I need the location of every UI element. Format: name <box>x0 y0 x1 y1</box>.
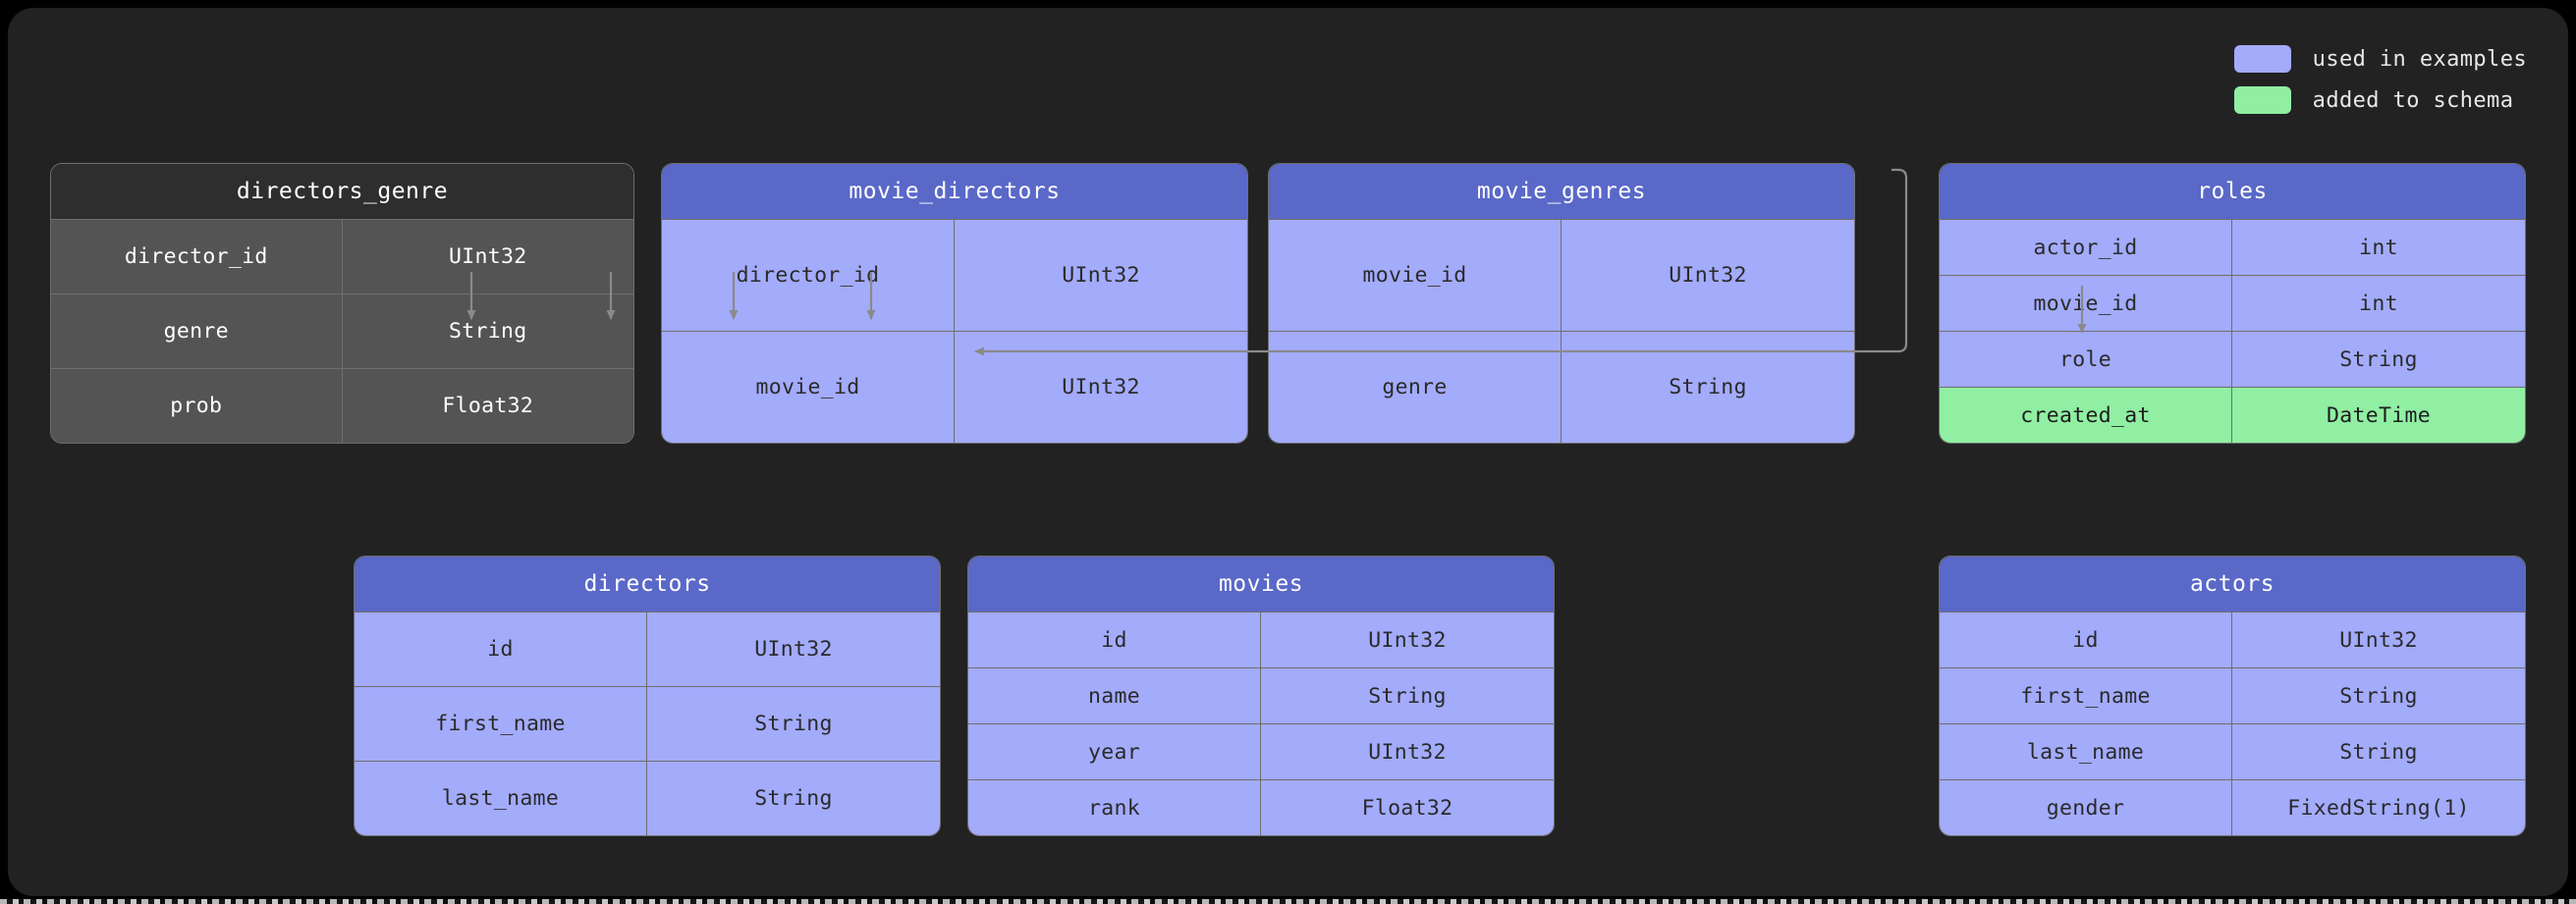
legend-label-added-to-schema: added to schema <box>2312 87 2514 113</box>
column-type-cell: UInt32 <box>2339 627 2418 653</box>
column-name-cell: role <box>1940 332 2232 387</box>
legend-swatch-used-in-examples <box>2233 45 2291 73</box>
table-movie-directors[interactable]: movie_directors director_id UInt32 movie… <box>661 163 1248 444</box>
column-type-cell: int <box>2359 235 2398 260</box>
table-row[interactable]: genre String <box>51 293 633 368</box>
column-type-cell: String <box>1368 683 1447 709</box>
table-row[interactable]: rank Float32 <box>968 779 1554 835</box>
column-type-cell: String <box>754 786 833 811</box>
table-row[interactable]: first_name String <box>355 686 940 761</box>
table-title-movies: movies <box>968 557 1554 612</box>
table-row[interactable]: genre String <box>1269 331 1854 443</box>
table-row[interactable]: gender FixedString(1) <box>1940 779 2525 835</box>
table-title-movie-directors: movie_directors <box>662 164 1247 219</box>
table-title-roles: roles <box>1940 164 2525 219</box>
table-row[interactable]: id UInt32 <box>968 612 1554 667</box>
table-actors[interactable]: actors id UInt32 first_name String last_… <box>1939 556 2526 836</box>
column-type-cell: UInt32 <box>1368 739 1447 765</box>
column-type-cell: String <box>2339 683 2418 709</box>
column-type-cell: String <box>1669 375 1747 399</box>
column-name-cell: prob <box>51 369 343 443</box>
column-type-cell: FixedString(1) <box>2287 795 2470 821</box>
column-type-cell: UInt32 <box>754 637 833 662</box>
legend-label-used-in-examples: used in examples <box>2312 46 2527 72</box>
table-row[interactable]: last_name String <box>1940 723 2525 779</box>
column-name-cell: last_name <box>1940 724 2232 779</box>
column-type-cell: UInt32 <box>1669 263 1747 288</box>
column-type-cell: String <box>449 319 527 344</box>
column-name-cell: genre <box>51 294 343 368</box>
table-title-directors-genre: directors_genre <box>51 164 633 219</box>
column-type-cell: UInt32 <box>1062 263 1140 288</box>
column-name-cell: name <box>968 668 1261 723</box>
table-roles[interactable]: roles actor_id int movie_id int role Str… <box>1939 163 2526 444</box>
table-row[interactable]: movie_id UInt32 <box>1269 219 1854 331</box>
column-type-cell: UInt32 <box>1062 375 1140 399</box>
column-type-cell: Float32 <box>1361 795 1453 821</box>
table-title-actors: actors <box>1940 557 2525 612</box>
column-name-cell: id <box>968 612 1261 667</box>
column-name-cell: created_at <box>1940 388 2232 443</box>
column-name-cell: first_name <box>355 687 647 761</box>
column-type-cell: UInt32 <box>449 244 527 269</box>
table-row[interactable]: director_id UInt32 <box>662 219 1247 331</box>
table-row[interactable]: id UInt32 <box>1940 612 2525 667</box>
column-name-cell: year <box>968 724 1261 779</box>
column-name-cell: movie_id <box>1269 220 1562 331</box>
column-name-cell: id <box>355 612 647 686</box>
table-row-added-created-at[interactable]: created_at DateTime <box>1940 387 2525 443</box>
column-type-cell: String <box>2339 346 2418 372</box>
column-name-cell: rank <box>968 780 1261 835</box>
diagram-canvas: used in examples added to schema directo… <box>8 8 2568 896</box>
legend-item: added to schema <box>2233 86 2527 114</box>
column-name-cell: gender <box>1940 780 2232 835</box>
column-name-cell: first_name <box>1940 668 2232 723</box>
column-type-cell: UInt32 <box>1368 627 1447 653</box>
table-row[interactable]: actor_id int <box>1940 219 2525 275</box>
table-movies[interactable]: movies id UInt32 name String year UInt32… <box>967 556 1555 836</box>
table-row[interactable]: prob Float32 <box>51 368 633 443</box>
table-title-directors: directors <box>355 557 940 612</box>
offscreen-content-sliver <box>0 899 2576 904</box>
table-row[interactable]: year UInt32 <box>968 723 1554 779</box>
table-row[interactable]: director_id UInt32 <box>51 219 633 293</box>
table-row[interactable]: last_name String <box>355 761 940 835</box>
column-name-cell: movie_id <box>1940 276 2232 331</box>
column-name-cell: id <box>1940 612 2232 667</box>
table-row[interactable]: first_name String <box>1940 667 2525 723</box>
column-name-cell: movie_id <box>662 332 955 443</box>
legend-item: used in examples <box>2233 45 2527 73</box>
legend: used in examples added to schema <box>2233 45 2527 114</box>
table-title-movie-genres: movie_genres <box>1269 164 1854 219</box>
table-row[interactable]: role String <box>1940 331 2525 387</box>
column-type-cell: String <box>2339 739 2418 765</box>
legend-swatch-added-to-schema <box>2233 86 2291 114</box>
table-row[interactable]: movie_id UInt32 <box>662 331 1247 443</box>
column-name-cell: last_name <box>355 762 647 835</box>
column-name-cell: director_id <box>51 220 343 293</box>
table-row[interactable]: id UInt32 <box>355 612 940 686</box>
column-type-cell: String <box>754 712 833 736</box>
column-type-cell: Float32 <box>442 394 534 418</box>
column-name-cell: actor_id <box>1940 220 2232 275</box>
column-name-cell: genre <box>1269 332 1562 443</box>
table-movie-genres[interactable]: movie_genres movie_id UInt32 genre Strin… <box>1268 163 1855 444</box>
column-name-cell: director_id <box>662 220 955 331</box>
table-row[interactable]: name String <box>968 667 1554 723</box>
table-row[interactable]: movie_id int <box>1940 275 2525 331</box>
table-directors-genre[interactable]: directors_genre director_id UInt32 genre… <box>50 163 634 444</box>
column-type-cell: DateTime <box>2327 402 2431 428</box>
column-type-cell: int <box>2359 291 2398 316</box>
table-directors[interactable]: directors id UInt32 first_name String la… <box>354 556 941 836</box>
